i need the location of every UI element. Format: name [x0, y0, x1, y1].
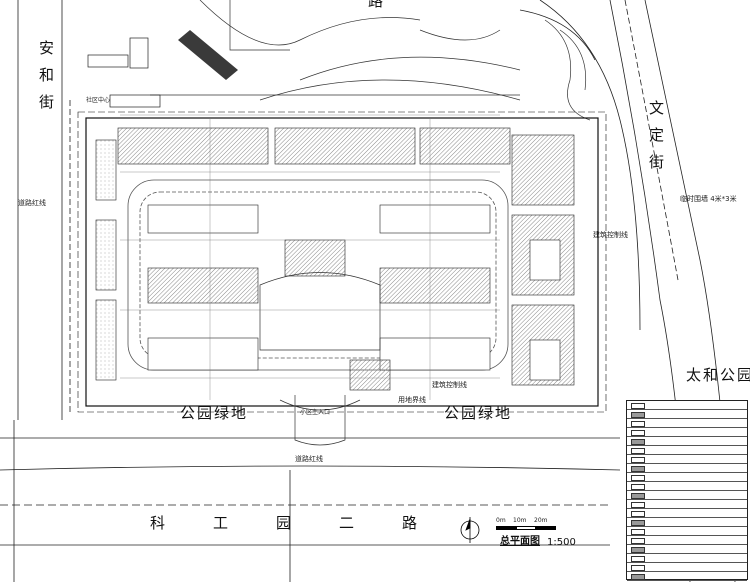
inner-towers — [147, 204, 561, 391]
east-park-name: 太和公园 — [686, 366, 750, 384]
scale-tick-0: 0m — [496, 517, 506, 524]
legend-symbol — [631, 448, 645, 454]
legend-symbol — [631, 520, 645, 526]
land-use-line: 用地界线 — [398, 396, 426, 404]
scale-tick-10: 10m — [513, 517, 527, 524]
east-road-lines — [519, 0, 736, 582]
building-control-line-east: 建筑控制线 — [593, 231, 628, 239]
road-redline-south: 道路红线 — [295, 455, 323, 463]
legend-row — [627, 401, 747, 410]
legend-row — [627, 437, 747, 446]
legend-row — [627, 545, 747, 554]
legend-row — [627, 509, 747, 518]
legend-symbol — [631, 484, 645, 490]
legend-row — [627, 491, 747, 500]
north-arrow — [460, 517, 480, 543]
legend-symbol — [631, 547, 645, 553]
legend-symbol — [631, 475, 645, 481]
west-kiosks — [87, 37, 161, 108]
legend-row — [627, 482, 747, 491]
legend-row — [627, 473, 747, 482]
east-road-name: 文定街 — [647, 100, 665, 181]
legend-symbol — [631, 421, 645, 427]
west-road-name: 安和街 — [37, 40, 55, 121]
sign-east: 临时围墙 4米*3米 — [680, 195, 737, 203]
legend-row — [627, 419, 747, 428]
legend-symbol — [631, 529, 645, 535]
legend-row — [627, 464, 747, 473]
legend-row — [627, 446, 747, 455]
legend-symbol — [631, 556, 645, 562]
legend-symbol — [631, 493, 645, 499]
legend-row — [627, 572, 747, 581]
legend-symbol — [631, 511, 645, 517]
legend-symbol — [631, 412, 645, 418]
legend-row — [627, 527, 747, 536]
north-dark-building — [178, 30, 238, 80]
legend-symbol — [631, 439, 645, 445]
legend-row — [627, 410, 747, 419]
legend-symbol — [631, 574, 645, 580]
west-road-lines — [13, 0, 71, 582]
legend-row — [627, 554, 747, 563]
legend-row — [627, 518, 747, 527]
site-boundary — [77, 111, 607, 413]
legend-row — [627, 536, 747, 545]
building-control-line-south: 建筑控制线 — [432, 381, 467, 389]
legend-symbol — [631, 403, 645, 409]
south-road-name: 科工园二路 — [150, 514, 466, 532]
dimension-lines — [120, 114, 500, 400]
legend-symbol — [631, 457, 645, 463]
legend-symbol — [631, 430, 645, 436]
scale-tick-20: 20m — [534, 517, 548, 524]
legend-row — [627, 455, 747, 464]
drawing-title: 总平面图 — [500, 536, 540, 547]
legend-symbol — [631, 502, 645, 508]
legend-symbol — [631, 565, 645, 571]
legend-table — [626, 400, 748, 581]
community-center-label: 社区中心 — [86, 97, 111, 104]
central-plaza — [259, 272, 381, 446]
drawing-scale: 1:500 — [547, 537, 576, 548]
legend-row — [627, 500, 747, 509]
legend-symbol — [631, 466, 645, 472]
south-green-right: 公园绿地 — [444, 404, 513, 422]
north-landscape-lines — [150, 0, 591, 121]
legend-row — [627, 428, 747, 437]
legend-row — [627, 563, 747, 572]
scale-bar: 0m 10m 20m — [496, 517, 556, 533]
north-road-name: 路 — [368, 0, 386, 10]
legend-symbol — [631, 538, 645, 544]
south-green-left: 公园绿地 — [180, 404, 249, 422]
road-redline-west: 道路红线 — [18, 199, 46, 207]
south-road-lines — [0, 437, 621, 582]
main-entrance-label: 小区主入口 — [300, 409, 331, 416]
fire-lane — [127, 179, 509, 371]
